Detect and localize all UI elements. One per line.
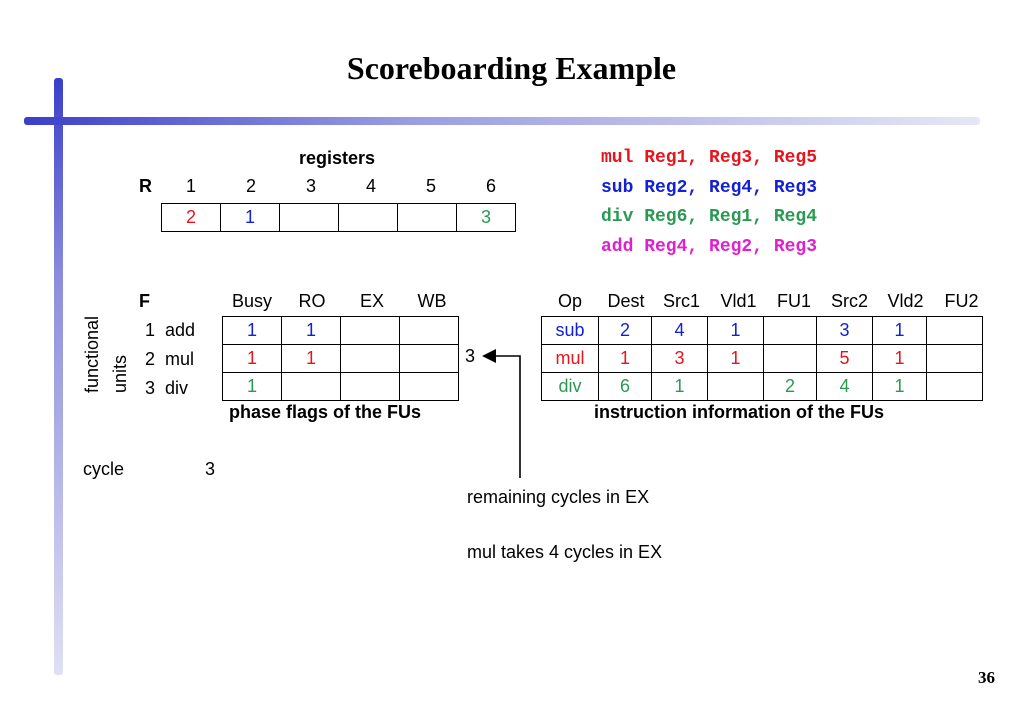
register-number: 2: [245, 176, 256, 196]
info-cell: 2: [763, 372, 817, 401]
slide-title: Scoreboarding Example: [346, 50, 677, 86]
phase-cell: 1: [222, 344, 282, 373]
functional-label: functional: [82, 315, 102, 393]
info-cell: 1: [872, 316, 927, 345]
info-cell: [926, 316, 983, 345]
ex-remaining-cycles: 3: [465, 346, 476, 366]
instruction-line: sub Reg2, Reg4, Reg3: [601, 177, 818, 198]
phase-cell: [340, 344, 400, 373]
units-label: units: [110, 354, 130, 393]
annotation-arrow: [482, 349, 521, 478]
info-header: Src1: [662, 291, 700, 311]
info-cell: 1: [707, 316, 764, 345]
info-header: Dest: [607, 291, 645, 311]
info-cell: [707, 372, 764, 401]
info-cell: 3: [651, 344, 708, 373]
register-row-label: R: [139, 176, 152, 196]
phase-cell: [281, 372, 341, 401]
info-cell: [763, 344, 817, 373]
info-cell: 1: [707, 344, 764, 373]
phase-row: 1: [222, 372, 459, 401]
info-header: FU1: [776, 291, 811, 311]
register-value-cell: 2: [161, 203, 221, 232]
fu-name: mul: [165, 349, 195, 369]
info-cell: div: [541, 372, 599, 401]
register-value-cell: [397, 203, 457, 232]
phase-header: RO: [298, 291, 326, 311]
info-header: Vld2: [887, 291, 924, 311]
info-cell: 4: [816, 372, 873, 401]
info-table-caption: instruction information of the FUs: [594, 402, 884, 422]
phase-cell: [399, 344, 459, 373]
decorative-vertical-bar: [54, 78, 63, 675]
phase-cell: [340, 316, 400, 345]
register-number: 1: [185, 176, 196, 196]
instruction-line: add Reg4, Reg2, Reg3: [601, 236, 818, 257]
info-cell: 6: [598, 372, 652, 401]
phase-header: EX: [359, 291, 384, 311]
registers-heading: registers: [299, 148, 376, 168]
note-remaining-cycles: remaining cycles in EX: [467, 487, 650, 507]
info-cell: 1: [872, 344, 927, 373]
register-number: 5: [425, 176, 436, 196]
phase-header: WB: [417, 291, 447, 311]
info-cell: 1: [872, 372, 927, 401]
register-number: 4: [365, 176, 376, 196]
register-value-cell: [338, 203, 398, 232]
info-cell: 2: [598, 316, 652, 345]
phase-cell: [340, 372, 400, 401]
info-header: FU2: [944, 291, 979, 311]
instruction-line: mul Reg1, Reg3, Reg5: [601, 148, 818, 168]
phase-cell: 1: [281, 316, 341, 345]
register-number: 3: [305, 176, 316, 196]
note-mul-cycles: mul takes 4 cycles in EX: [467, 542, 663, 562]
info-cell: 4: [651, 316, 708, 345]
info-cell: 5: [816, 344, 873, 373]
info-cell: 1: [651, 372, 708, 401]
cycle-value: 3: [205, 459, 216, 479]
info-cell: [926, 344, 983, 373]
info-header: Op: [557, 291, 582, 311]
phase-cell: [399, 316, 459, 345]
page-number: 36: [978, 668, 995, 687]
fu-table-label: F: [139, 291, 150, 311]
register-number: 6: [485, 176, 496, 196]
phase-header: Busy: [231, 291, 273, 311]
info-cell: 3: [816, 316, 873, 345]
fu-number: 1: [145, 320, 156, 340]
phase-cell: [399, 372, 459, 401]
fu-number: 2: [145, 349, 156, 369]
phase-cell: 1: [222, 316, 282, 345]
register-value-cell: 3: [456, 203, 516, 232]
cycle-label: cycle: [83, 459, 125, 479]
phase-cell: 1: [222, 372, 282, 401]
info-header: Src2: [830, 291, 868, 311]
info-cell: mul: [541, 344, 599, 373]
fu-name: div: [165, 378, 189, 398]
fu-name: add: [165, 320, 196, 340]
register-value-cell: 1: [220, 203, 280, 232]
info-cell: [926, 372, 983, 401]
register-value-cell: [279, 203, 339, 232]
fu-number: 3: [145, 378, 156, 398]
info-cell: 1: [598, 344, 652, 373]
phase-cell: 1: [281, 344, 341, 373]
info-cell: [763, 316, 817, 345]
decorative-horizontal-bar: [24, 117, 980, 125]
info-header: Vld1: [720, 291, 757, 311]
instruction-line: div Reg6, Reg1, Reg4: [601, 207, 818, 227]
info-cell: sub: [541, 316, 599, 345]
phase-table-caption: phase flags of the FUs: [229, 402, 422, 422]
